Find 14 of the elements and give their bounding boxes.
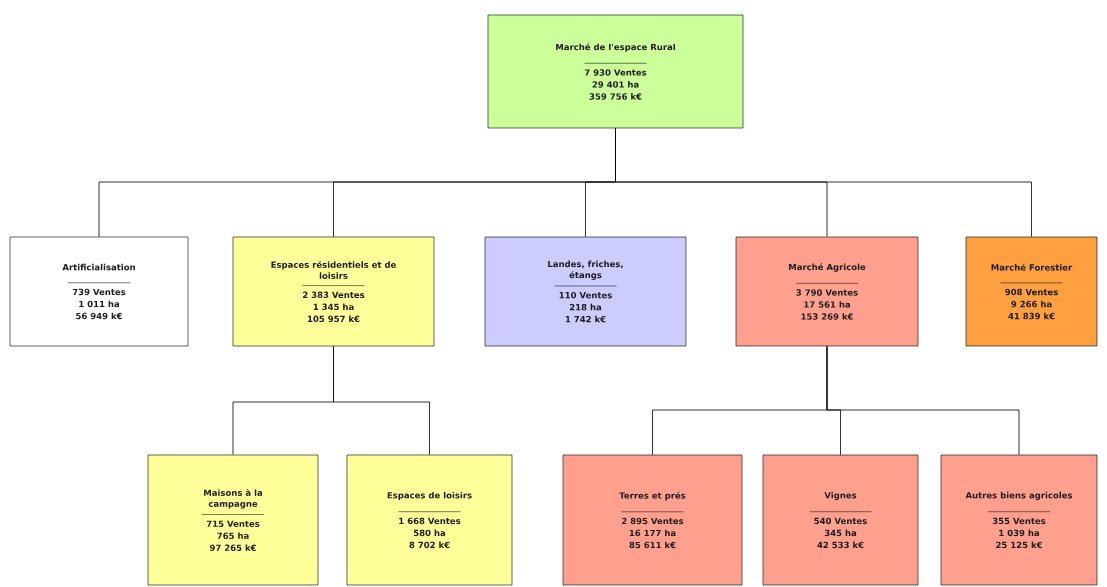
org-box: Espaces résidentiels et de loisirs 2 383 Ventes 1 345 ha 105 957 k€ [232,236,435,347]
org-box: Maisons à la campagne 715 Ventes 765 ha 97 265 k€ [147,454,319,586]
org-box: Terres et prés 2 895 Ventes 16 177 ha 85 611 k€ [562,454,743,586]
org-box: Marché Agricole 3 790 Ventes 17 561 ha 153 269 k€ [735,236,919,347]
org-box: Autres biens agricoles 355 Ventes 1 039 ha 25 125 k€ [940,454,1098,586]
org-box: Marché Forestier 908 Ventes 9 266 ha 41 839 k€ [965,236,1098,347]
org-box: Landes, friches, étangs 110 Ventes 218 ha 1 742 k€ [484,236,687,347]
connector-line [826,345,1020,456]
org-box: Artificialisation 739 Ventes 1 011 ha 56 949 k€ [9,236,189,347]
org-box: Marché de l'espace Rural 7 930 Ventes 29 401 ha 359 756 k€ [487,14,744,129]
connector-line [333,345,430,456]
connector-line [615,127,1032,238]
org-box: Vignes 540 Ventes 345 ha 42 533 k€ [762,454,919,586]
org-box: Espaces de loisirs 1 668 Ventes 580 ha 8 702 k€ [346,454,513,586]
